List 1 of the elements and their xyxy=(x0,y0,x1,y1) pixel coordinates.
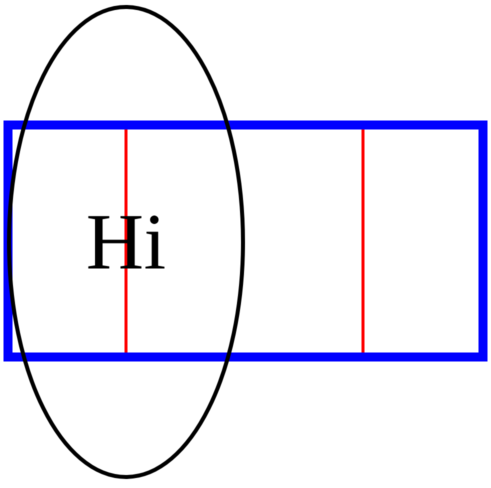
rectangle-box xyxy=(4,120,488,362)
